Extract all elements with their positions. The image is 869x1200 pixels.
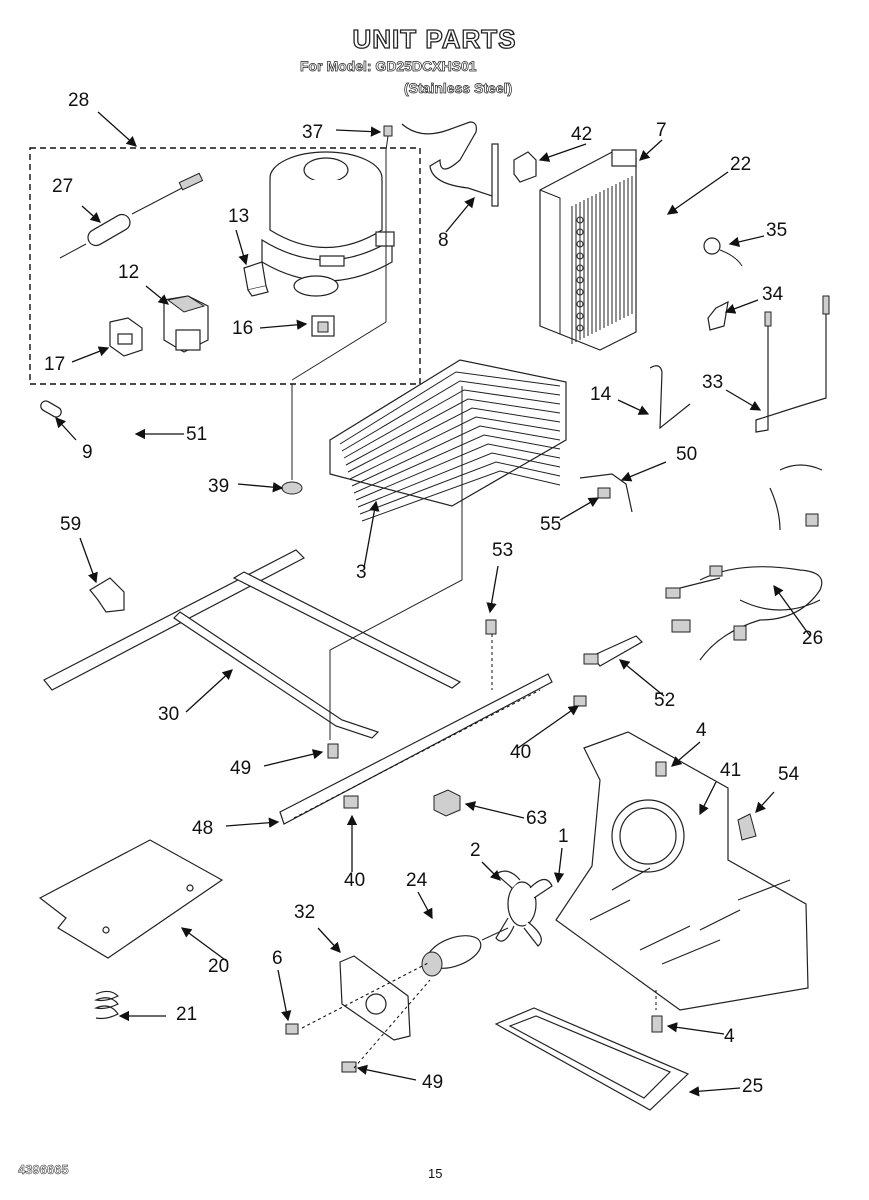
wire-harness-26-part[interactable]	[665, 464, 823, 661]
callout-50: 50	[676, 444, 697, 465]
callout-25: 25	[742, 1076, 763, 1097]
page-title: UNIT PARTS	[352, 23, 517, 54]
callout-2: 2	[470, 840, 481, 861]
callout-16: 16	[232, 318, 253, 339]
callout-21: 21	[176, 1004, 197, 1025]
callout-26: 26	[802, 628, 823, 649]
fan-blade-part[interactable]	[495, 870, 553, 947]
variant-label: (Stainless Steel)	[404, 80, 513, 97]
callout-49-top: 49	[230, 758, 251, 779]
callout-53: 53	[492, 540, 513, 561]
fan-shroud-part[interactable]	[555, 731, 809, 1011]
motor-bracket-part[interactable]	[339, 955, 411, 1041]
callout-30: 30	[158, 704, 179, 725]
fan-motor-part[interactable]	[421, 927, 509, 977]
clip-42-part[interactable]	[513, 151, 537, 183]
callout-52: 52	[654, 690, 675, 711]
callout-27: 27	[52, 176, 73, 197]
clip-59-part[interactable]	[89, 577, 125, 613]
screw-37-part[interactable]	[383, 125, 393, 151]
callout-49-bottom: 49	[422, 1072, 443, 1093]
wire-harness-33-part[interactable]	[755, 295, 830, 433]
cross-rail-part[interactable]	[279, 673, 553, 825]
callout-17: 17	[44, 354, 65, 375]
grommet-39-part[interactable]	[281, 384, 303, 495]
callout-39: 39	[208, 476, 229, 497]
callout-63: 63	[526, 808, 547, 829]
callout-1: 1	[558, 826, 569, 847]
callout-40-lower: 40	[344, 870, 365, 891]
condenser-part[interactable]	[539, 149, 637, 351]
start-relay-part[interactable]	[163, 295, 209, 353]
callout-28: 28	[68, 90, 89, 111]
tube-51-part[interactable]	[118, 409, 129, 483]
callout-54: 54	[778, 764, 800, 785]
callout-51: 51	[186, 424, 207, 445]
callout-42: 42	[571, 124, 592, 145]
callout-3: 3	[356, 562, 367, 583]
callout-7: 7	[656, 120, 667, 141]
callout-14: 14	[590, 384, 612, 405]
compressor-part[interactable]	[261, 151, 395, 297]
screw-49-part[interactable]	[327, 743, 339, 759]
callout-37: 37	[302, 122, 323, 143]
grommet-54-part[interactable]	[737, 813, 757, 841]
discharge-tube-part[interactable]	[401, 121, 499, 207]
relay-cover-part[interactable]	[109, 317, 143, 357]
plug-9-part[interactable]	[39, 399, 63, 419]
doc-number: 4396665	[18, 1162, 69, 1178]
screw-40-part[interactable]	[573, 695, 587, 707]
callout-6: 6	[272, 948, 283, 969]
screw-4b-part[interactable]	[651, 1015, 663, 1033]
clip-34-part[interactable]	[707, 300, 729, 331]
callout-12: 12	[118, 262, 139, 283]
page-number: 15	[428, 1166, 443, 1181]
nut-63-part[interactable]	[433, 789, 461, 817]
callout-40-right: 40	[510, 742, 531, 763]
screw-40b-part[interactable]	[343, 795, 359, 809]
evaporator-coil-part[interactable]	[329, 359, 567, 522]
callout-24: 24	[406, 870, 428, 891]
callout-8: 8	[438, 230, 449, 251]
callout-9: 9	[82, 442, 93, 463]
callout-20: 20	[208, 956, 229, 977]
filter-drier-part[interactable]	[59, 172, 204, 259]
screw-49b-part[interactable]	[341, 1061, 357, 1073]
screw-6-part[interactable]	[285, 1023, 299, 1035]
callout-41: 41	[720, 760, 741, 781]
overload-part[interactable]	[243, 261, 269, 297]
callout-32: 32	[294, 902, 315, 923]
model-line: For Model: GD25DCXHS01	[300, 58, 477, 75]
callout-59: 59	[60, 514, 81, 535]
callout-4-bottom: 4	[724, 1026, 735, 1047]
callout-4-top: 4	[696, 720, 707, 741]
tie-strap-52-part[interactable]	[583, 635, 643, 667]
callout-33: 33	[702, 372, 723, 393]
screw-55-part[interactable]	[597, 487, 611, 499]
thermostat-part[interactable]	[703, 237, 743, 267]
callout-22: 22	[730, 154, 751, 175]
frame-rails-part[interactable]	[43, 549, 462, 739]
callout-55: 55	[540, 514, 561, 535]
cover-panel-20-part[interactable]	[38, 839, 224, 959]
bracket-14-part[interactable]	[649, 365, 691, 430]
callout-35: 35	[766, 220, 787, 241]
spring-21-part[interactable]	[93, 990, 120, 1020]
callout-13: 13	[228, 206, 249, 227]
callout-48: 48	[192, 818, 213, 839]
screw-4a-part[interactable]	[655, 761, 667, 777]
screw-53-part[interactable]	[485, 619, 497, 635]
drain-pan-part[interactable]	[494, 1007, 690, 1111]
capacitor-part[interactable]	[311, 315, 335, 337]
callout-34: 34	[762, 284, 784, 305]
compressor-group-box	[29, 147, 421, 385]
